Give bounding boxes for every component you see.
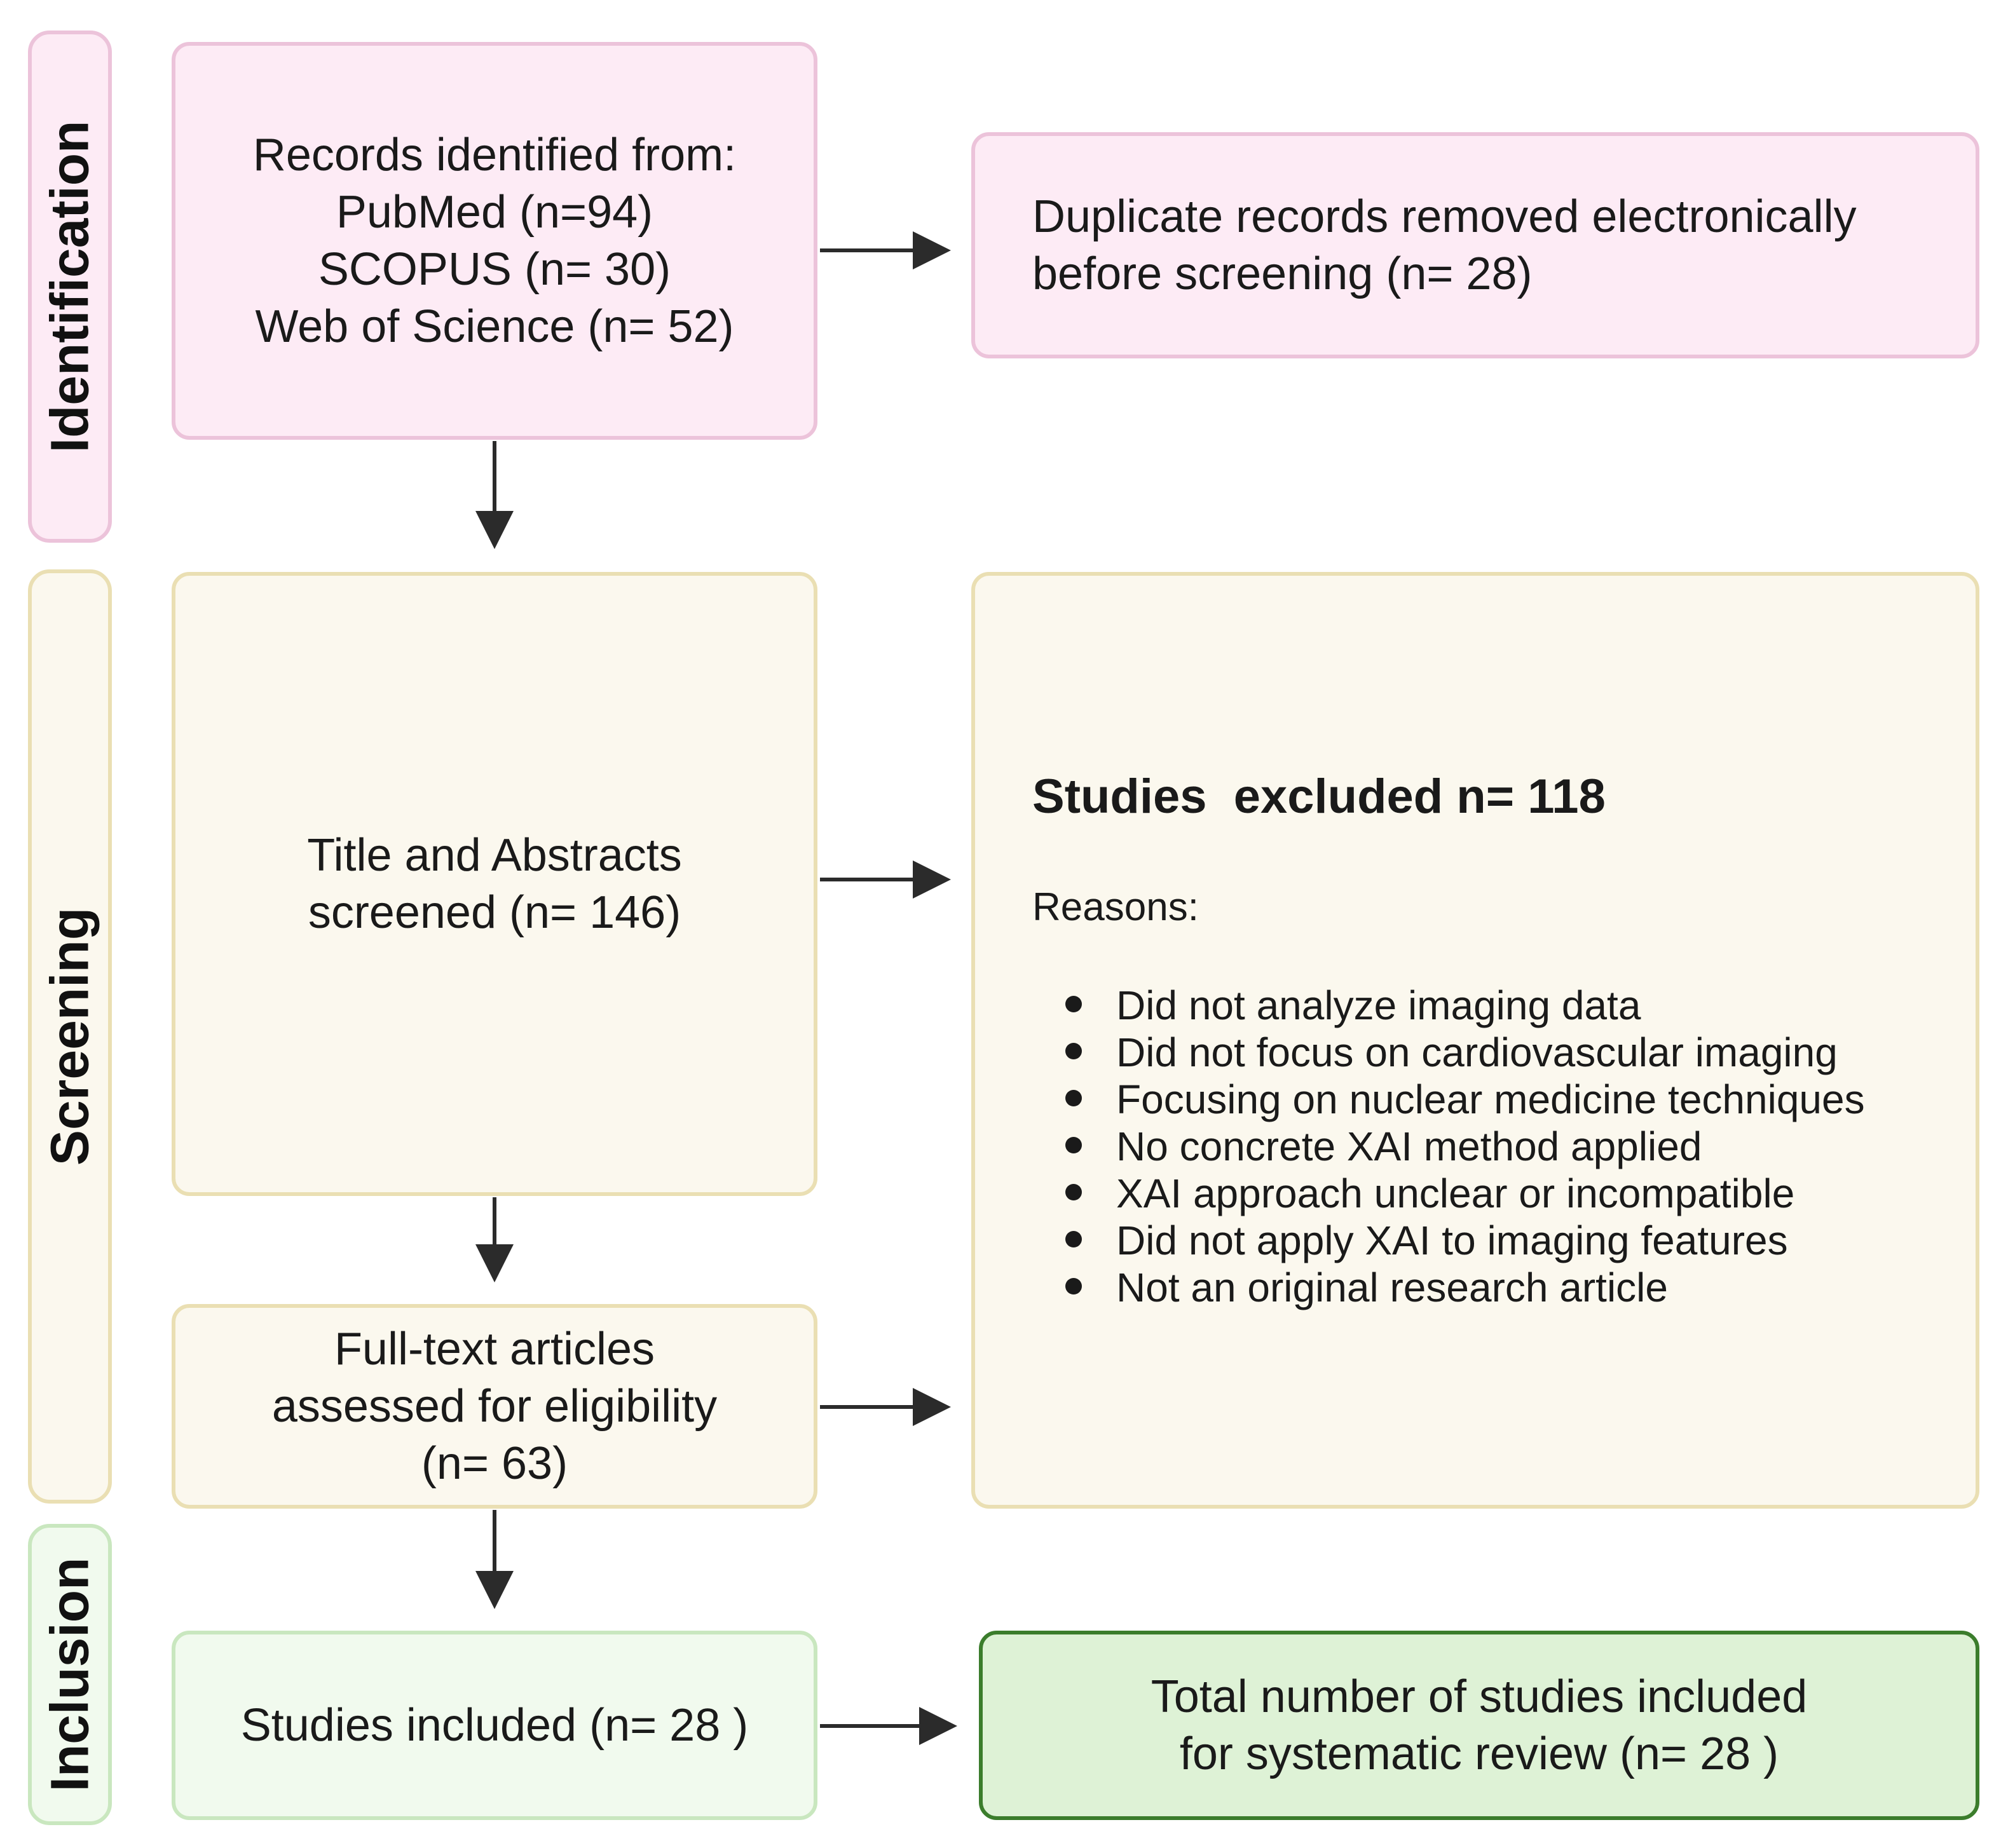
studies-included-box: Studies included (n= 28 ) [172, 1631, 817, 1820]
list-item: XAI approach unclear or incompatible [1065, 1170, 1865, 1217]
records-pubmed: PubMed (n=94) [336, 187, 653, 238]
reason-text: Not an original research article [1116, 1265, 1668, 1310]
excluded-reasons-label: Reasons: [1032, 885, 1199, 929]
title-abstract-line-2: screened (n= 146) [308, 887, 681, 938]
reason-text: Focusing on nuclear medicine techniques [1116, 1077, 1865, 1122]
list-item: Did not analyze imaging data [1065, 982, 1865, 1029]
records-identified-box: Records identified from: PubMed (n=94) S… [172, 42, 817, 440]
total-included-box: Total number of studies included for sys… [979, 1631, 1979, 1820]
excluded-reasons-list: Did not analyze imaging data Did not foc… [1065, 982, 1865, 1311]
full-text-line-3: (n= 63) [421, 1438, 568, 1489]
bullet-icon [1065, 1043, 1082, 1059]
list-item: Focusing on nuclear medicine techniques [1065, 1076, 1865, 1123]
list-item: Not an original research article [1065, 1264, 1865, 1311]
full-text-box: Full-text articles assessed for eligibil… [172, 1304, 817, 1509]
screening-lane: Screening [28, 569, 112, 1504]
inclusion-lane: Inclusion [28, 1524, 112, 1825]
excluded-box [971, 572, 1979, 1509]
list-item: Did not focus on cardiovascular imaging [1065, 1029, 1865, 1076]
full-text-line-2: assessed for eligibility [271, 1381, 718, 1432]
bullet-icon [1065, 1278, 1082, 1294]
duplicates-removed-line-1: Duplicate records removed electronically [1032, 191, 1857, 242]
full-text-line-1: Full-text articles [334, 1324, 655, 1375]
bullet-icon [1065, 1137, 1082, 1153]
reason-text: Did not apply XAI to imaging features [1116, 1218, 1788, 1263]
total-included-line-2: for systematic review (n= 28 ) [1179, 1729, 1779, 1779]
records-identified-heading: Records identified from: [252, 130, 737, 180]
title-abstract-box: Title and Abstracts screened (n= 146) [172, 572, 817, 1196]
bullet-icon [1065, 996, 1082, 1012]
reason-text: No concrete XAI method applied [1116, 1124, 1702, 1169]
reason-text: Did not focus on cardiovascular imaging [1116, 1029, 1838, 1075]
bullet-icon [1065, 1184, 1082, 1200]
excluded-title: Studies excluded n= 118 [1032, 770, 1606, 824]
duplicates-removed-line-2: before screening (n= 28) [1032, 248, 1533, 299]
studies-included-text: Studies included (n= 28 ) [240, 1700, 749, 1751]
records-scopus: SCOPUS (n= 30) [318, 244, 671, 295]
records-web-of-science: Web of Science (n= 52) [255, 301, 734, 352]
bullet-icon [1065, 1231, 1082, 1247]
title-abstract-line-1: Title and Abstracts [307, 830, 682, 881]
duplicates-removed-box: Duplicate records removed electronically… [971, 132, 1979, 358]
reason-text: Did not analyze imaging data [1116, 982, 1641, 1028]
identification-lane: Identification [28, 31, 112, 543]
bullet-icon [1065, 1090, 1082, 1106]
total-included-line-1: Total number of studies included [1151, 1671, 1808, 1722]
list-item: Did not apply XAI to imaging features [1065, 1217, 1865, 1264]
list-item: No concrete XAI method applied [1065, 1123, 1865, 1170]
reason-text: XAI approach unclear or incompatible [1116, 1171, 1795, 1216]
